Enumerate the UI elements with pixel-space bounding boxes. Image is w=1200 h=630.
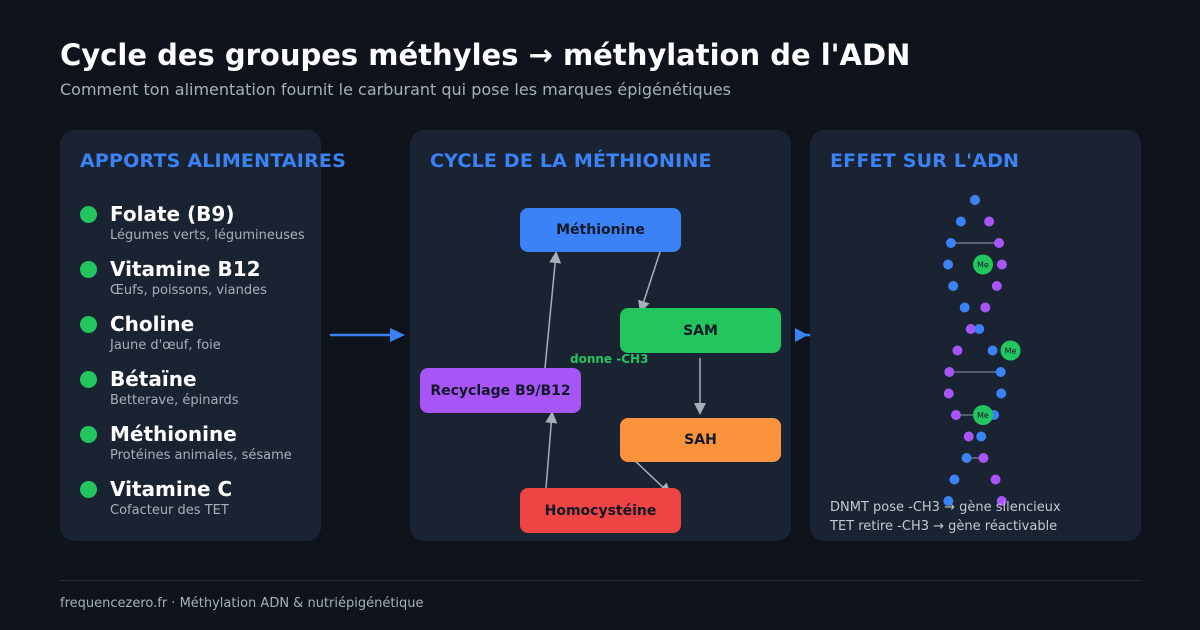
food-name: Folate (B9)	[110, 202, 235, 226]
page-subtitle: Comment ton alimentation fournit le carb…	[60, 80, 732, 99]
dna-base	[996, 496, 1007, 506]
food-source: Jaune d'œuf, foie	[110, 338, 221, 353]
tet-caption: TET retire -CH3 → gène réactivable	[830, 519, 1058, 534]
node-recyclage: Recyclage B9/B12	[420, 368, 581, 413]
dna-base	[980, 302, 991, 313]
food-name: Vitamine B12	[110, 257, 261, 281]
dna-base	[996, 259, 1007, 270]
dna-base	[950, 410, 961, 420]
green-dot-icon	[80, 481, 97, 498]
green-dot-icon	[80, 316, 97, 333]
dnmt-caption: DNMT pose -CH3 → gène silencieux	[830, 500, 1061, 515]
dna-base	[984, 216, 995, 227]
dna-base	[995, 367, 1006, 377]
dna-base	[978, 453, 989, 463]
dietary-intake-panel: APPORTS ALIMENTAIRES Folate (B9) Légumes…	[60, 130, 346, 541]
green-dot-icon	[80, 426, 97, 443]
dna-base	[963, 431, 974, 442]
dna-base	[943, 388, 954, 399]
dna-base	[952, 345, 963, 356]
food-source: Légumes verts, légumineuses	[110, 228, 305, 243]
node-methionine: Méthionine	[520, 208, 681, 252]
methyl-mark	[1000, 340, 1021, 361]
dna-base	[959, 302, 970, 313]
page-title: Cycle des groupes méthyles → méthylation…	[60, 38, 911, 72]
arrow-sah-to-homocysteine	[631, 457, 672, 496]
food-source: Cofacteur des TET	[110, 503, 229, 518]
dna-base	[961, 453, 972, 463]
methyl-label: Me	[977, 261, 989, 270]
dna-base	[991, 281, 1002, 291]
green-dot-icon	[80, 261, 97, 278]
dna-base	[965, 324, 976, 334]
methyl-label: Me	[1005, 347, 1017, 356]
dna-base	[974, 324, 985, 334]
food-source: Protéines animales, sésame	[110, 448, 292, 463]
dna-base	[987, 345, 998, 356]
methyl-mark	[973, 254, 993, 275]
node-sah: SAH	[620, 418, 781, 462]
arrow-homocysteine-to-recyclage	[545, 411, 558, 489]
dna-effect-title: EFFET SUR L'ADN	[830, 150, 1020, 172]
arrow-recyclage-to-methionine	[544, 251, 562, 369]
dietary-intake-title: APPORTS ALIMENTAIRES	[80, 150, 346, 172]
dna-base	[990, 474, 1001, 485]
food-name: Vitamine C	[110, 477, 233, 501]
dna-base	[943, 496, 954, 506]
arrow-intake-to-cycle-head	[390, 328, 405, 342]
food-name: Méthionine	[110, 422, 237, 446]
dna-base	[970, 195, 980, 205]
node-sam: SAM	[620, 308, 781, 353]
dna-base	[948, 281, 959, 291]
methionine-cycle-panel: CYCLE DE LA MÉTHIONINE Méthionine SAM SA…	[410, 130, 791, 541]
dna-base	[994, 238, 1005, 248]
dna-base	[976, 431, 987, 442]
dna-base	[955, 216, 966, 227]
footer-divider	[60, 580, 1141, 581]
node-homocysteine: Homocystéine	[520, 488, 681, 533]
arrow-cycle-to-dna-head	[795, 328, 808, 342]
methyl-label: Me	[977, 411, 989, 420]
methionine-cycle-title: CYCLE DE LA MÉTHIONINE	[430, 150, 712, 172]
methyl-mark	[973, 405, 993, 425]
green-dot-icon	[80, 371, 97, 388]
donne-ch3-label: donne -CH3	[570, 352, 649, 366]
green-dot-icon	[80, 206, 97, 223]
dna-base	[945, 238, 956, 248]
dna-base	[996, 388, 1007, 399]
arrow-methionine-to-sam	[638, 251, 661, 313]
food-name: Choline	[110, 312, 195, 336]
dna-base	[943, 259, 954, 270]
food-source: Betterave, épinards	[110, 393, 239, 408]
footer-text: frequencezero.fr · Méthylation ADN & nut…	[60, 596, 424, 611]
cycle-arrows	[544, 251, 706, 496]
food-source: Œufs, poissons, viandes	[110, 283, 267, 298]
dna-base	[949, 474, 960, 485]
food-name: Bétaïne	[110, 367, 197, 391]
dna-base	[944, 367, 955, 377]
